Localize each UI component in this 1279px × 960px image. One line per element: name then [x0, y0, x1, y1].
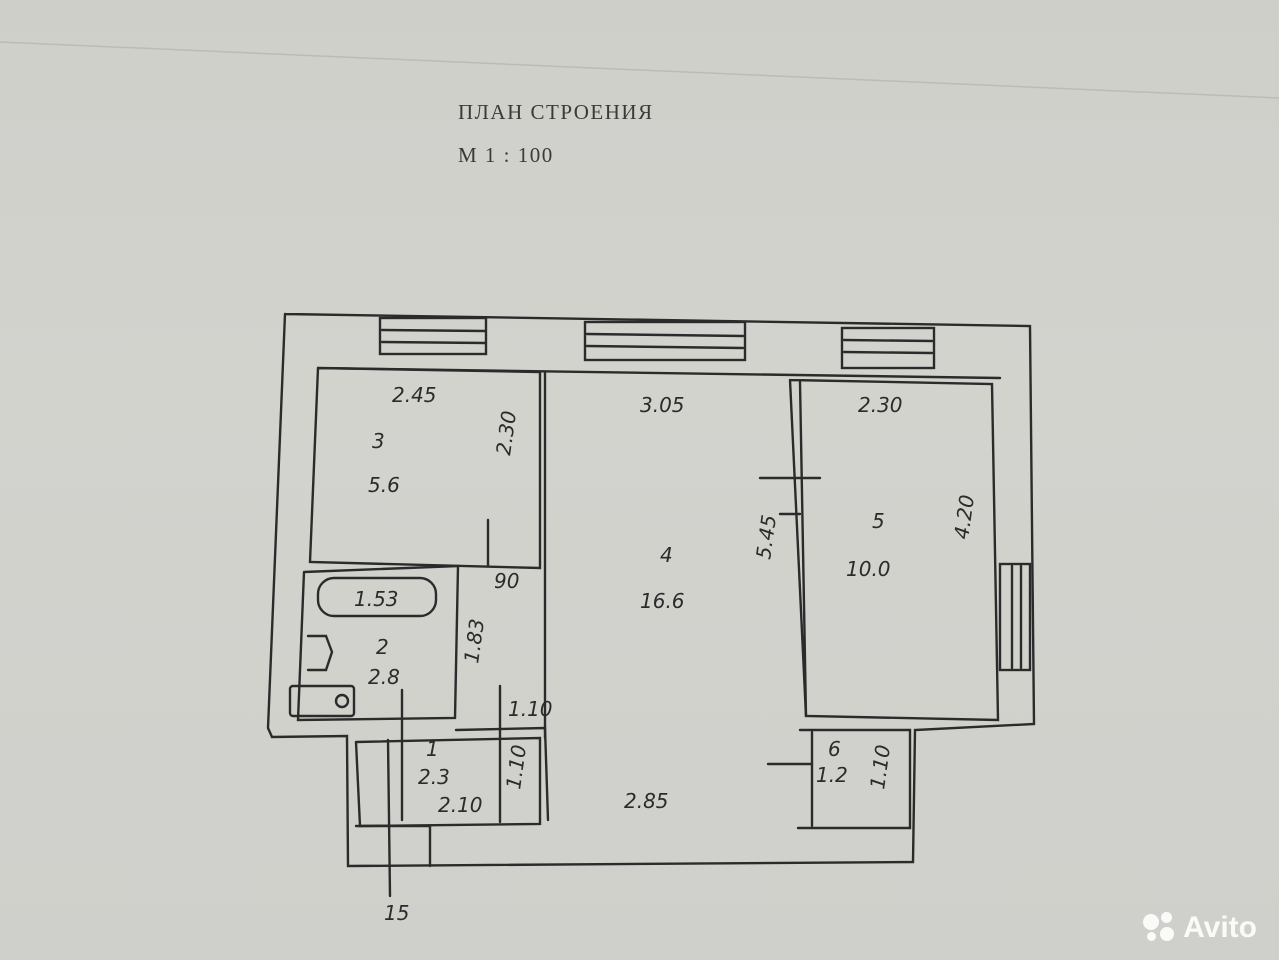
entry-mark	[386, 738, 392, 898]
room-3-number: 3	[372, 429, 385, 453]
room-5-depth: 4.20	[949, 493, 979, 540]
entry-dimension: 15	[384, 901, 409, 925]
room-1-number: 1	[426, 737, 439, 761]
room-5-width: 2.30	[858, 393, 903, 417]
room-1-width: 2.10	[438, 793, 483, 817]
paper-fold-line	[0, 41, 1279, 99]
room-1-depth: 1.10	[501, 743, 531, 790]
bathtub	[316, 576, 438, 618]
room-6-walls	[796, 728, 912, 830]
window-top-left	[378, 316, 488, 356]
plan-title: ПЛАН СТРОЕНИЯ	[458, 100, 654, 124]
avito-logo-icon	[1141, 910, 1177, 946]
avito-text: Avito	[1183, 911, 1257, 944]
room-5-number: 5	[872, 509, 885, 533]
room-5-walls	[788, 378, 1000, 722]
room-3-width: 2.45	[392, 383, 437, 407]
room-3-area: 5.6	[368, 473, 400, 497]
room-3-depth: 2.30	[491, 409, 521, 456]
room-4-width: 3.05	[640, 393, 685, 417]
plan-scale: М 1 : 100	[458, 143, 554, 167]
toilet-icon	[306, 634, 334, 672]
room-5-area: 10.0	[846, 557, 891, 581]
room-4-area: 16.6	[640, 589, 685, 613]
room-3-walls	[308, 366, 542, 570]
room-6-number: 6	[828, 737, 841, 761]
window-right	[998, 562, 1032, 672]
room-4-depth: 5.45	[751, 513, 781, 560]
room-1-walls	[354, 736, 542, 828]
room-2-walls	[296, 564, 460, 722]
opening-90: 90	[494, 569, 519, 593]
hall-width: 1.10	[508, 697, 553, 721]
room-6-depth: 1.10	[865, 743, 895, 790]
window-top-middle	[583, 320, 747, 362]
bathtub-length: 1.53	[354, 587, 399, 611]
room-1-area: 2.3	[418, 765, 450, 789]
room-2-area: 2.8	[368, 665, 400, 689]
avito-watermark: Avito	[1141, 910, 1257, 946]
window-top-right	[840, 326, 936, 370]
room-2-depth: 1.83	[459, 617, 489, 664]
room-2-number: 2	[376, 635, 389, 659]
room-4-number: 4	[660, 543, 673, 567]
hall-length: 2.85	[624, 789, 669, 813]
outer-wall	[266, 312, 1036, 868]
sink-icon	[288, 684, 356, 718]
room-6-area: 1.2	[816, 763, 848, 787]
